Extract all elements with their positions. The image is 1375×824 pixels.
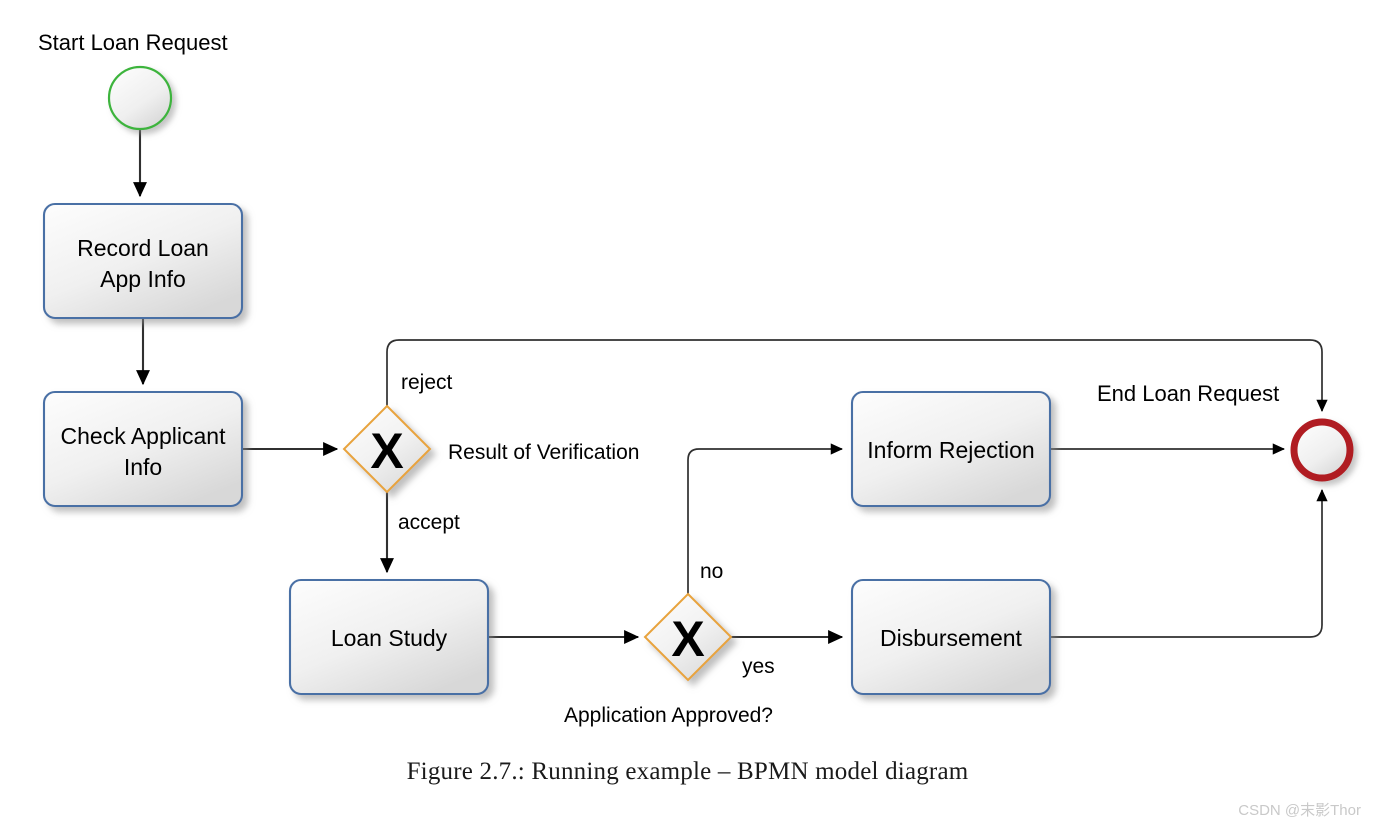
exclusive-gateway-x-icon: X bbox=[370, 423, 403, 479]
task-label-line1: Loan Study bbox=[331, 625, 448, 651]
task-label-line1: Disbursement bbox=[880, 625, 1022, 651]
flow-label-yes: yes bbox=[742, 655, 775, 678]
task-disbursement[interactable]: Disbursement bbox=[850, 578, 1052, 696]
task-box[interactable] bbox=[42, 390, 244, 508]
csdn-watermark: CSDN @末影Thor bbox=[1238, 802, 1361, 819]
task-label-line2: App Info bbox=[100, 266, 186, 292]
gateway-diamond[interactable] bbox=[342, 404, 432, 494]
exclusive-gateway-x-icon: X bbox=[671, 611, 704, 667]
flow-reject-to-end[interactable] bbox=[386, 339, 1328, 412]
gateway-diamond[interactable] bbox=[643, 592, 733, 682]
flow-label-reject: reject bbox=[401, 371, 453, 394]
task-inform-rejection[interactable]: Inform Rejection bbox=[850, 390, 1052, 508]
task-label-line1: Record Loan bbox=[77, 235, 209, 261]
task-box[interactable] bbox=[850, 390, 1052, 508]
task-box[interactable] bbox=[850, 578, 1052, 696]
flow-disbursement-to-end[interactable] bbox=[1050, 489, 1328, 638]
end-event-label: End Loan Request bbox=[1097, 381, 1279, 406]
start-event-circle[interactable] bbox=[107, 65, 173, 131]
gateway-label-result-of-verification: Result of Verification bbox=[448, 441, 639, 464]
start-event-label: Start Loan Request bbox=[38, 30, 228, 55]
end-event[interactable] bbox=[1290, 418, 1354, 482]
task-check-applicant-info[interactable]: Check Applicant Info bbox=[42, 390, 244, 508]
start-event[interactable] bbox=[107, 65, 173, 131]
flow-no-to-inform-rejection[interactable] bbox=[687, 443, 843, 594]
task-record-loan-app-info[interactable]: Record Loan App Info bbox=[42, 202, 244, 320]
flow-label-no: no bbox=[700, 560, 723, 583]
flow-label-accept: accept bbox=[398, 511, 460, 534]
sequence-flows bbox=[133, 129, 1328, 644]
task-box[interactable] bbox=[288, 578, 490, 696]
task-label-line1: Inform Rejection bbox=[867, 437, 1034, 463]
end-event-circle[interactable] bbox=[1290, 418, 1354, 482]
gateway-result-of-verification[interactable]: X bbox=[342, 404, 432, 494]
task-loan-study[interactable]: Loan Study bbox=[288, 578, 490, 696]
gateway-label-application-approved: Application Approved? bbox=[564, 704, 773, 727]
task-box[interactable] bbox=[42, 202, 244, 320]
task-label-line1: Check Applicant bbox=[61, 423, 227, 449]
task-label-line2: Info bbox=[124, 454, 162, 480]
gateway-application-approved[interactable]: X bbox=[643, 592, 733, 682]
figure-caption: Figure 2.7.: Running example – BPMN mode… bbox=[406, 758, 969, 785]
